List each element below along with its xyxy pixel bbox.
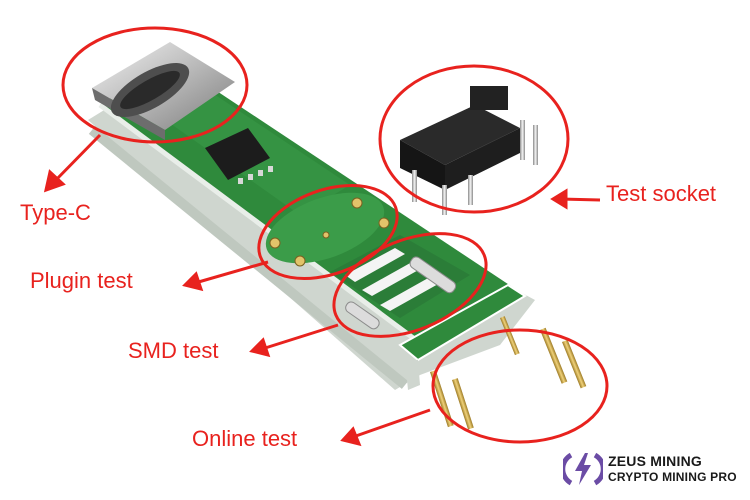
test-socket	[400, 86, 538, 215]
online-test-label: Online test	[192, 426, 298, 451]
test-socket-label: Test socket	[606, 181, 717, 206]
annotation-circles	[61, 26, 609, 444]
online-test-header	[398, 283, 587, 430]
brand-line-1: ZEUS MINING	[608, 453, 702, 469]
plugin-test-label: Plugin test	[30, 268, 133, 293]
brand-logo: ZEUS MINING CRYPTO MINING PRO	[563, 449, 748, 493]
online-test-circle	[431, 328, 609, 444]
usb-type-c-connector	[92, 42, 235, 140]
smd-test-strips	[330, 235, 470, 330]
smd-test-circle	[332, 232, 488, 338]
plugin-pads	[265, 192, 390, 267]
brand-line-2: CRYPTO MINING PRO	[608, 470, 737, 484]
brand-name: ZEUS MINING CRYPTO MINING PRO	[608, 453, 737, 485]
smd-test-label: SMD test	[128, 338, 219, 363]
lightning-bolt-icon	[563, 452, 603, 486]
gold-pins	[430, 316, 587, 430]
test-socket-circle	[378, 64, 570, 214]
ic-chip	[205, 128, 273, 184]
annotation-arrows	[43, 133, 601, 447]
plugin-test-circle	[257, 183, 399, 281]
type-c-label: Type-C	[20, 200, 91, 225]
type-c-circle	[61, 26, 249, 144]
